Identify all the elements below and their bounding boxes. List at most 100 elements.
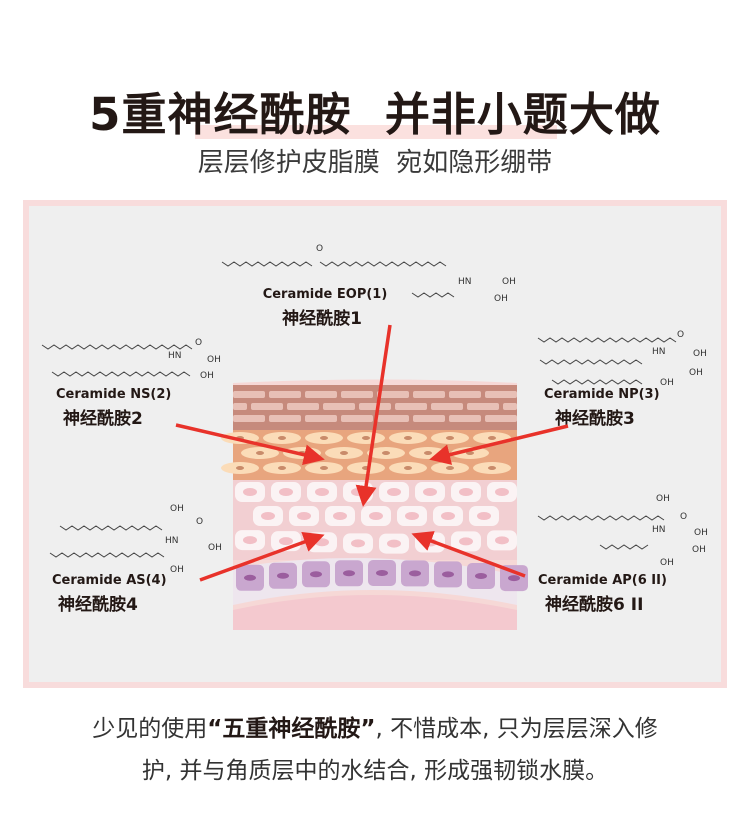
brick-cell [467,403,499,410]
brick-cell [413,391,445,398]
footer-highlight: “五重神经酰胺” [207,716,376,742]
carbon-chain [319,261,447,267]
brick-cell [359,403,391,410]
footer-text: 少见的使用“五重神经酰胺”, 不惜成本, 只为层层深入修 护, 并与角质层中的水… [0,708,750,792]
ceramide-1-cn-label: 神经酰胺1 [282,308,362,329]
title-highlight [195,125,557,139]
structure-label: OH [200,371,214,381]
carbon-chain [537,515,665,521]
structure-label: HN [458,277,472,287]
cell-nucleus [362,436,370,440]
cell-nucleus [279,537,293,546]
arrow-ceramide-6 [411,531,526,578]
cell-nucleus [382,451,390,455]
cell-nucleus [441,512,455,520]
cell-nucleus [243,536,257,545]
structure-label: OH [207,355,221,365]
molecule-structures [41,261,677,558]
cell-nucleus [340,451,348,455]
cell-nucleus [278,466,286,470]
brick-cell [269,391,301,398]
structure-label: OH [656,494,670,504]
structure-label: OH [502,277,516,287]
brick-cell [305,391,337,398]
carbon-chain [537,337,677,343]
arrow-ceramide-3 [429,424,569,465]
structure-label: OH [660,558,674,568]
cell-nucleus [261,512,275,520]
footer-text-part: , 不惜成本, 只为层层深入修 [375,716,658,742]
ceramide-6-cn-label: 神经酰胺6 II [545,594,643,615]
structure-label: HN [652,525,666,535]
structure-label: O [680,512,687,522]
page-subtitle: 层层修护皮脂膜 宛如隐形绷带 [197,148,553,178]
cell-nucleus [351,488,365,496]
brick-cell [485,391,517,398]
brick-cell [377,391,409,398]
cell-nucleus [256,451,264,455]
cell-nucleus [277,572,289,579]
cell-nucleus [236,466,244,470]
structure-label: OH [208,543,222,553]
brick-cell [485,415,517,422]
structure-label: OH [170,565,184,575]
structure-label: O [196,517,203,527]
brick-cell [449,415,481,422]
cell-nucleus [424,451,432,455]
cell-nucleus [387,488,401,496]
brick-cell [503,403,517,410]
cell-nucleus [477,512,491,520]
skin-layers-illustration [221,379,528,630]
cell-nucleus [244,574,256,581]
brick-cell [251,403,283,410]
cell-nucleus [387,539,401,548]
structure-label: OH [692,545,706,555]
cell-nucleus [488,436,496,440]
cell-nucleus [495,536,509,545]
structure-label: O [316,244,323,254]
brick-cell [323,403,355,410]
structure-label: OH [170,504,184,514]
structure-label: OH [660,378,674,388]
brick-cell [305,415,337,422]
brick-cell [431,403,463,410]
carbon-chain [551,379,643,385]
arrow-ceramide-2 [175,423,325,466]
cell-nucleus [279,488,293,496]
cell-nucleus [297,512,311,520]
ceramide-2-cn-label: 神经酰胺2 [63,408,143,429]
cell-nucleus [351,539,365,548]
cell-nucleus [333,512,347,520]
structure-label: OH [693,349,707,359]
brick-cell [287,403,319,410]
cell-nucleus [442,571,454,578]
carbon-chain [51,371,191,377]
structure-label: HN [652,347,666,357]
cell-nucleus [475,572,487,579]
ceramide-3-cn-label: 神经酰胺3 [555,408,635,429]
structure-label: O [195,338,202,348]
structure-label: OH [494,294,508,304]
carbon-chain [221,261,313,267]
cell-nucleus [343,570,355,577]
structure-label: OH [694,528,708,538]
carbon-chain [539,359,643,365]
cell-nucleus [446,466,454,470]
brick-cell [449,391,481,398]
footer-line-1: 少见的使用“五重神经酰胺”, 不惜成本, 只为层层深入修 [0,708,750,750]
cell-nucleus [459,537,473,546]
cell-nucleus [404,466,412,470]
ceramide-as-label: Ceramide AS(4) [52,573,167,588]
arrow-ceramide-4 [199,531,325,582]
cell-nucleus [320,466,328,470]
footer-line-2: 护, 并与角质层中的水结合, 形成强韧锁水膜。 [141,758,609,784]
cell-nucleus [459,488,473,496]
cell-nucleus [320,436,328,440]
cell-nucleus [423,488,437,496]
page-title: 5重神经酰胺 并非小题大做 [89,88,661,141]
brick-cell [341,391,373,398]
cell-nucleus [243,488,257,496]
ceramide-eop-label: Ceramide EOP(1) [263,287,388,302]
cell-nucleus [495,488,509,496]
